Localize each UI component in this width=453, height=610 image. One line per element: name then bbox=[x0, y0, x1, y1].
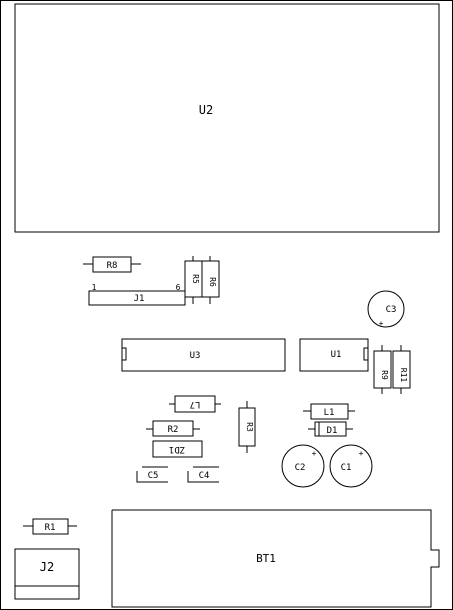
component-u3: U3 bbox=[121, 338, 286, 372]
component-r6: R6 bbox=[201, 256, 220, 304]
component-l1: L1 bbox=[303, 403, 355, 420]
label-c1-plus: + bbox=[359, 449, 364, 458]
label-j1: J1 bbox=[134, 294, 145, 304]
label-l7: L7 bbox=[190, 399, 201, 409]
component-u2: U2 bbox=[14, 3, 440, 233]
label-r6: R6 bbox=[208, 277, 217, 287]
component-j2: J2 bbox=[14, 548, 80, 600]
label-u2: U2 bbox=[199, 103, 213, 117]
label-c2: C2 bbox=[295, 463, 306, 473]
component-r3: R3 bbox=[238, 401, 256, 453]
component-c5: C5 bbox=[136, 466, 168, 483]
label-c3-plus: + bbox=[379, 319, 384, 328]
component-r9: R9 bbox=[373, 345, 392, 394]
label-r1: R1 bbox=[45, 523, 56, 533]
label-r3: R3 bbox=[245, 422, 254, 432]
label-zd1: ZD1 bbox=[169, 444, 185, 454]
label-c3: C3 bbox=[386, 305, 397, 315]
label-c4: C4 bbox=[199, 471, 210, 481]
component-l7: L7 bbox=[169, 395, 221, 413]
label-bt1: BT1 bbox=[256, 552, 276, 565]
component-r1: R1 bbox=[23, 518, 77, 535]
component-r5: R5 bbox=[184, 256, 203, 304]
component-c1: C1 + bbox=[329, 444, 373, 488]
label-r2: R2 bbox=[168, 425, 179, 435]
component-c3: C3 + bbox=[367, 290, 405, 328]
component-u1: U1 bbox=[299, 338, 369, 372]
component-r8: R8 bbox=[83, 256, 141, 273]
label-r9: R9 bbox=[380, 370, 389, 380]
label-c2-plus: + bbox=[312, 449, 317, 458]
label-c5: C5 bbox=[148, 471, 159, 481]
label-r11: R11 bbox=[399, 368, 408, 383]
component-r11: R11 bbox=[392, 345, 411, 394]
label-r5: R5 bbox=[191, 274, 200, 284]
label-d1: D1 bbox=[327, 426, 338, 436]
label-j1-pin-6: 6 bbox=[176, 283, 181, 292]
label-c1: C1 bbox=[341, 463, 352, 473]
component-zd1: ZD1 bbox=[152, 440, 203, 458]
component-bt1: BT1 bbox=[111, 509, 440, 608]
label-u3: U3 bbox=[190, 351, 201, 361]
label-r8: R8 bbox=[107, 261, 118, 271]
label-j2: J2 bbox=[40, 560, 54, 574]
label-j1-pin-1: 1 bbox=[92, 283, 97, 292]
component-c2: C2 + bbox=[281, 444, 325, 488]
component-c4: C4 bbox=[187, 466, 219, 483]
label-u1: U1 bbox=[331, 350, 342, 360]
label-l1: L1 bbox=[324, 408, 335, 418]
component-r2: R2 bbox=[146, 420, 200, 437]
component-d1: D1 bbox=[308, 421, 353, 437]
component-j1: J1 1 6 bbox=[88, 283, 186, 306]
